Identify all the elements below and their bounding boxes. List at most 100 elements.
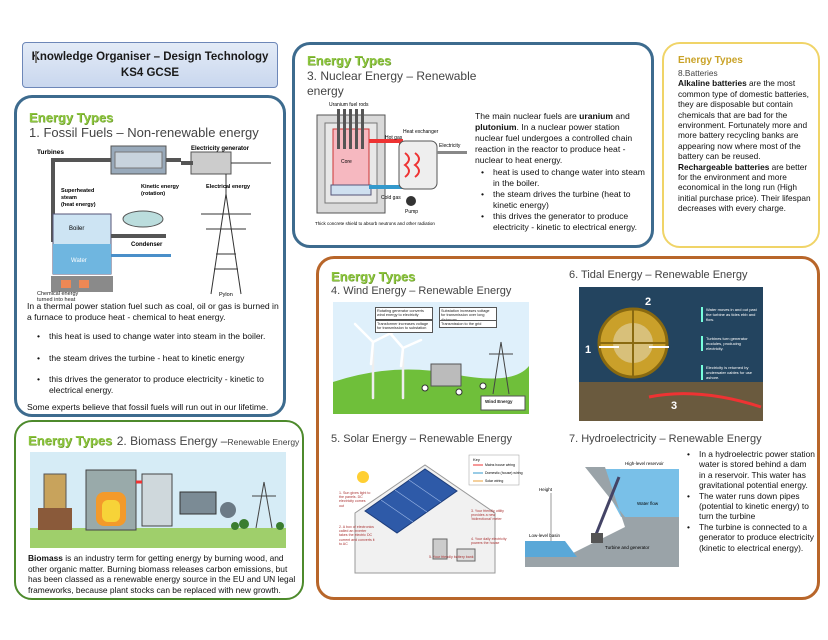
alkaline-text: are the most common type of domestic bat… (678, 78, 809, 162)
nuclear-intro: The main nuclear fuels are uranium and p… (475, 111, 645, 166)
nuclear-heading-2: energy (307, 84, 344, 98)
nuclear-bullet: heat is used to change water into steam … (479, 167, 645, 189)
label-boiler: Boiler (69, 226, 84, 232)
solar-note: 3. Your friendly utility provides a new … (471, 509, 504, 522)
label-chemical-2: turned into heat (37, 297, 76, 303)
fossil-outro: Some experts believe that fossil fuels w… (27, 402, 269, 412)
solar-heading: 5. Solar Energy – Renewable Energy (331, 433, 512, 445)
biomass-text: Biomass is an industry term for getting … (28, 553, 298, 595)
solar-key-item: Mains house wiring (485, 463, 515, 467)
fossil-heading: 1. Fossil Fuels – Non-renewable energy (29, 125, 259, 140)
label-generator: Electricity generator (191, 146, 250, 152)
rechargeable-label: Rechargeable batteries (678, 161, 770, 172)
solar-note: 2. A box of electronics called an invert… (339, 525, 375, 546)
hydro-label-water-flow: Water flow (637, 501, 659, 506)
wind-heading: 4. Wind Energy – Renewable Energy (331, 285, 512, 297)
biomass-panel: Energy Types 2. Biomass Energy –Renewabl… (14, 420, 304, 600)
tidal-number: 2 (645, 296, 651, 308)
tidal-heading: 6. Tidal Energy – Renewable Energy (569, 269, 748, 281)
nuclear-intro-and: and (613, 111, 630, 121)
fossil-intro: In a thermal power station fuel such as … (27, 301, 279, 322)
nuclear-label-core: Core (341, 159, 352, 165)
batteries-tag: Energy Types (678, 55, 743, 66)
tidal-steps: Water moves in and out past the turbine … (701, 307, 759, 380)
fossil-diagram: Turbines Electricity generator Superheat… (31, 144, 277, 298)
nuclear-intro-post: . In a nuclear power station nuclear fue… (475, 122, 633, 165)
nuclear-panel: Energy Types 3. Nuclear Energy – Renewab… (292, 42, 654, 248)
wind-box: Transformer increases voltage for transm… (375, 320, 433, 333)
rechargeable-text: are better for the environment and more … (678, 161, 811, 214)
hydro-label-reservoir: High-level reservoir (625, 461, 664, 466)
fossil-tag: Energy Types (29, 110, 114, 125)
nuclear-bullet: the steam drives the turbine (heat to ki… (479, 189, 645, 211)
nuclear-label-hot-gas: Hot gas (385, 135, 403, 141)
batteries-heading: 8.Batteries (678, 68, 718, 78)
nuclear-heading: 3. Nuclear Energy – Renewable energy (307, 69, 476, 99)
title-line1: Knowledge Organiser – Design Technology (31, 51, 269, 63)
nuclear-label-cold-gas: Cold gas (381, 195, 401, 201)
biomass-diagram (30, 452, 286, 548)
hydro-bullet: In a hydroelectric power station water i… (685, 449, 815, 491)
alkaline-label: Alkaline batteries (678, 78, 747, 89)
label-heat-energy: (heat energy) (61, 202, 96, 208)
label-chemical-1: Chemical energy (37, 291, 79, 297)
label-kinetic: Kinetic energy (141, 184, 180, 190)
hydro-bullets: In a hydroelectric power station water i… (685, 449, 815, 553)
fossil-fuels-panel: Energy Types 1. Fossil Fuels – Non-renew… (14, 95, 286, 417)
solar-key-title: Key (473, 457, 480, 462)
nuclear-label-exchanger: Heat exchanger (403, 129, 439, 135)
label-electrical: Electrical energy (206, 184, 251, 190)
title-box: Knowledge Organiser – Design Technology … (22, 42, 278, 88)
label-pylon: Pylon (219, 292, 233, 298)
tidal-step: Electricity is returned by underwater ca… (701, 365, 759, 380)
hydro-heading: 7. Hydroelectricity – Renewable Energy (569, 433, 762, 445)
nuclear-diagram: Uranium fuel rods Heat exchanger Electri… (311, 101, 471, 231)
label-chemical: Chemical energy turned into heat (37, 291, 78, 303)
tidal-number: 1 (585, 344, 591, 356)
solar-note: 4. Your daily electricity powers the hou… (471, 537, 507, 546)
fossil-bullets: this heat is used to change water into s… (35, 331, 283, 396)
label-condenser: Condenser (131, 242, 163, 248)
tidal-step: Water moves in and out past the turbine … (701, 307, 759, 322)
batteries-panel: Energy Types 8.Batteries Alkaline batter… (662, 42, 820, 248)
fossil-bullet: this drives the generator to produce ele… (35, 374, 283, 396)
label-rotation: (rotation) (141, 191, 165, 197)
biomass-header: Energy Types 2. Biomass Energy –Renewabl… (28, 432, 299, 450)
nuclear-fuel-uranium: uranium (579, 111, 614, 121)
wind-tag-box: Wind Energy (485, 399, 513, 404)
biomass-label: Biomass (28, 553, 63, 563)
title-line2: KS4 GCSE (120, 67, 180, 79)
renewables-panel: Energy Types 4. Wind Energy – Renewable … (316, 256, 820, 600)
nuclear-bullets: heat is used to change water into steam … (479, 167, 645, 233)
batteries-text: 8.Batteries Alkaline batteries are the m… (678, 68, 816, 214)
wind-box: Transmission to the grid (439, 320, 497, 329)
nuclear-heading-1: 3. Nuclear Energy – Renewable (307, 69, 477, 83)
solar-note: 5. Your friendly battery bank (429, 555, 474, 559)
solar-note: 1. Sun gives light to the panels. DC ele… (339, 491, 371, 508)
hydro-label-lower: Low-level basin (529, 533, 561, 538)
biomass-tag: Energy Types (28, 433, 113, 448)
biomass-heading: 2. Biomass Energy – (116, 434, 228, 448)
solar-key-item: Domestic (house) wiring (485, 471, 523, 475)
label-turbines: Turbines (37, 149, 64, 156)
biomass-heading-small: Renewable Energy (227, 437, 300, 447)
hydro-diagram: High-level reservoir Height Water flow L… (525, 457, 679, 567)
hydro-bullet: The water runs down pipes (potential to … (685, 491, 815, 522)
tidal-diagram: 2 1 3 (579, 287, 763, 421)
fossil-bullet: this heat is used to change water into s… (35, 331, 283, 342)
solar-diagram: Key Mains house wiring Domestic (house) … (337, 453, 523, 585)
fossil-bullet: the steam drives the turbine - heat to k… (35, 353, 283, 364)
label-water: Water (71, 258, 87, 264)
tidal-number: 3 (671, 400, 677, 412)
hydro-bullet: The turbine is connected to a generator … (685, 522, 815, 553)
hydro-label-turbine: Turbine and generator (605, 545, 650, 550)
nuclear-label-rods: Uranium fuel rods (329, 102, 369, 108)
nuclear-label-electricity: Electricity (439, 143, 461, 149)
nuclear-caption: Thick concrete shield to absorb neutrons… (315, 221, 435, 226)
label-steam: steam (61, 195, 77, 201)
label-superheated: Superheated (61, 188, 94, 194)
wind-box: Rotating generator converts wind energy … (375, 307, 433, 320)
nuclear-tag: Energy Types (307, 53, 392, 68)
solar-key-item: Solar wiring (485, 479, 503, 483)
tidal-step: Turbines turn generator modules, produci… (701, 336, 759, 351)
